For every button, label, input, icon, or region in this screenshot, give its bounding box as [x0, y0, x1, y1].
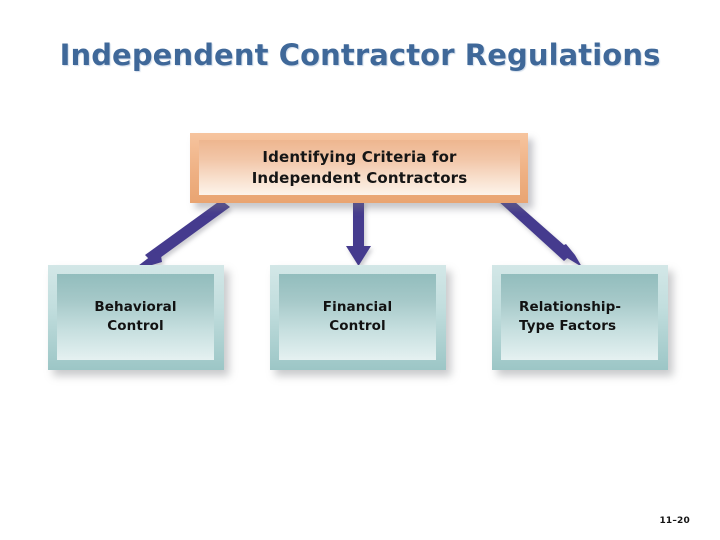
node-relationship-type-factors-body: Relationship- Type Factors [501, 274, 658, 360]
node-financial-control-line-2: Control [329, 318, 386, 334]
node-identifying-criteria-body: Identifying Criteria for Independent Con… [199, 140, 520, 195]
node-identifying-criteria[interactable]: Identifying Criteria for Independent Con… [190, 133, 528, 203]
node-financial-control[interactable]: Financial Control [270, 265, 446, 370]
node-relationship-type-factors-line-1: Relationship- [519, 299, 622, 315]
arrow-to-behavioral-control [134, 200, 230, 269]
page-number: 11–20 [659, 516, 690, 526]
node-behavioral-control-line-1: Behavioral [94, 299, 177, 315]
arrow-to-financial-control [346, 200, 371, 266]
node-behavioral-control-body: Behavioral Control [57, 274, 214, 360]
node-identifying-criteria-line-2: Independent Contractors [251, 168, 468, 187]
arrow-to-relationship-type-factors [497, 194, 582, 267]
node-relationship-type-factors[interactable]: Relationship- Type Factors [492, 265, 668, 370]
node-behavioral-control-line-2: Control [107, 318, 164, 334]
node-identifying-criteria-line-1: Identifying Criteria for [262, 147, 457, 166]
page-title: Independent Contractor Regulations [59, 38, 661, 72]
node-financial-control-body: Financial Control [279, 274, 436, 360]
node-behavioral-control[interactable]: Behavioral Control [48, 265, 224, 370]
node-relationship-type-factors-line-2: Type Factors [519, 318, 617, 334]
node-financial-control-line-1: Financial [322, 299, 393, 315]
